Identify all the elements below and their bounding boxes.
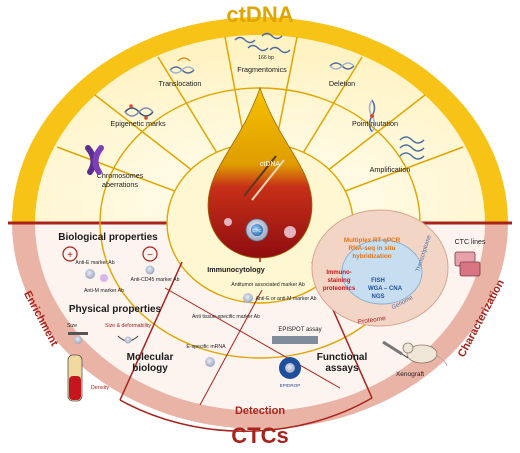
seg-deletion: Deletion — [329, 79, 355, 88]
bio-cell-3 — [145, 265, 155, 275]
e-specific-mrna-label: E-specific mRNA — [186, 344, 226, 350]
detection-inner-divider-1 — [164, 287, 341, 389]
seg-chromosomes-l2: aberrations — [102, 180, 138, 189]
minus-sign: − — [147, 250, 153, 261]
biological-properties-title: Biological properties — [58, 232, 158, 243]
drop-ctc-label: CTC — [252, 228, 262, 233]
detection-arc — [119, 397, 373, 432]
mouse-icon — [402, 342, 448, 367]
anti-e-or-m-label: Anti-E or anti-M marker Ab — [255, 296, 316, 302]
seg-translocation: Translocation — [159, 79, 202, 88]
detection-inner-divider-2 — [199, 289, 263, 406]
central-dna-icon — [243, 155, 285, 201]
size-label: Size — [67, 323, 77, 329]
xenograft-label: Xenograft — [396, 371, 424, 378]
density-label: Density — [91, 385, 110, 391]
epidrop-cell — [285, 363, 295, 373]
anti-tissue-label: Anti tissue-specific marker Ab — [192, 314, 260, 320]
plus-icon — [62, 246, 78, 262]
anti-cd45-label: Anti-CD45 marker Ab — [130, 277, 179, 283]
characterization-nucleus — [341, 239, 423, 305]
drop-cell-tiny — [224, 218, 232, 226]
seg-fragmentomics: Fragmentomics — [237, 65, 287, 74]
ctdna-title: ctDNA — [226, 2, 293, 27]
blood-drop — [207, 86, 313, 259]
multiplex-l3: hybridization — [352, 253, 391, 260]
anti-m-marker-label: Anti-M marker Ab — [84, 288, 124, 294]
detection-cell-2 — [205, 357, 215, 367]
functional-assays-l1: Functional — [317, 352, 368, 363]
proteome-label: Proteome — [357, 315, 386, 326]
syringe-icon — [382, 340, 409, 359]
fish-label: FISH — [371, 278, 385, 284]
density-tube-fill — [69, 376, 81, 400]
immuno-l3: proteomics — [323, 286, 356, 292]
filter-icon — [68, 332, 88, 335]
physical-cell-1 — [74, 336, 82, 344]
multiplex-l1: Multiplex RT-qPCR — [344, 237, 401, 244]
multiplex-l2: RNA-seq in situ — [349, 245, 396, 252]
wga-cna-label: WGA – CNA — [368, 286, 403, 292]
epigenetic-dna-icon — [124, 104, 154, 120]
drop-ctdna-label: ctDNA — [260, 161, 281, 168]
seg-fragment-size: 166 bp — [258, 55, 274, 61]
physical-properties-title: Physical properties — [69, 304, 162, 315]
anti-e-marker-label: Anti-E marker Ab — [75, 260, 114, 266]
amplification-dna-icon — [399, 136, 425, 160]
minus-icon — [142, 246, 158, 262]
molecular-biology-l2: biology — [132, 363, 168, 374]
immuno-l2: staining — [327, 278, 350, 284]
immunocytology-label: Immunocytology — [207, 265, 265, 274]
drop-ctc-nucleus — [251, 224, 263, 236]
seg-chromosomes-l1: Chromosomes — [97, 171, 144, 180]
translocation-dna-icon — [169, 57, 195, 74]
seg-amplification: Amplification — [370, 165, 411, 174]
ctc-lines-label: CTC lines — [455, 239, 486, 246]
detection-cell-1 — [243, 293, 253, 303]
culture-flask-icon — [454, 251, 481, 277]
bio-cell-2 — [100, 274, 108, 282]
bio-cell-1 — [85, 269, 95, 279]
chromosome-icon — [85, 145, 104, 175]
epispot-label: EPISPOT assay — [278, 327, 321, 333]
size-deformability-label: Size & deformability — [105, 323, 151, 329]
physical-cell-2 — [124, 336, 132, 344]
epidrop-label: EPIDROP — [280, 383, 301, 388]
detection-ring-label: Detection — [235, 405, 285, 417]
plus-sign: + — [67, 250, 73, 261]
functional-assays-l2: assays — [325, 363, 359, 374]
drop-cell-small — [284, 226, 296, 238]
ngs-label: NGS — [371, 294, 384, 300]
fragment-dna-icon — [234, 32, 291, 54]
antitumor-label: Antitumor associated marker Ab — [231, 282, 305, 288]
seg-epigenetic: Epigenetic marks — [110, 119, 166, 128]
deletion-dna-icon — [329, 62, 355, 70]
immuno-l1: Immuno- — [326, 270, 351, 276]
point-mutation-dna-icon — [368, 99, 376, 133]
ctcs-title: CTCs — [231, 423, 288, 448]
epispot-plate-icon — [272, 336, 318, 344]
molecular-biology-l1: Molecular — [127, 352, 174, 363]
